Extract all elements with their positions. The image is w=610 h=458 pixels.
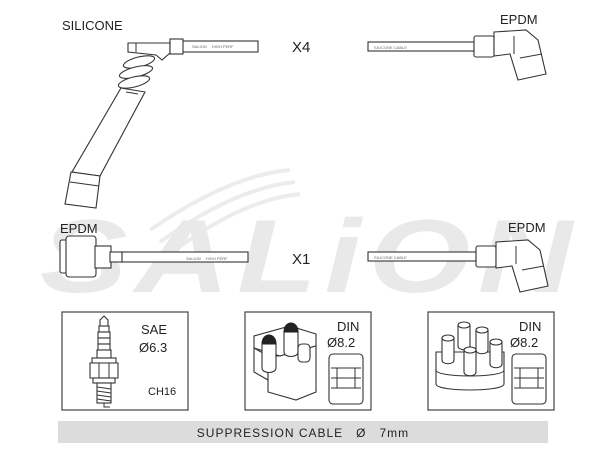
mid-cable-right-section: SILICONE CABLE bbox=[367, 251, 477, 262]
top-cable-right-section: SILICONE CABLE bbox=[367, 41, 475, 52]
plug-size-label: Ø6.3 bbox=[139, 340, 167, 355]
epdm-angled-boot-top bbox=[473, 29, 547, 81]
cable-suppression-print-top: SILICONE CABLE bbox=[374, 45, 407, 50]
top-left-material-label: SILICONE bbox=[62, 18, 123, 33]
cable-type-print-mid: HIGH PERF bbox=[206, 256, 228, 261]
cable-brand-print-mid: SALION bbox=[186, 256, 201, 261]
suppression-cable-spec: SUPPRESSION CABLE Ø 7mm bbox=[197, 426, 409, 440]
cable-suppression-print-mid: SILICONE CABLE bbox=[374, 255, 407, 260]
cable-brand-print-top: SALION bbox=[192, 44, 207, 49]
mid-cable-left-section: SALION HIGH PERF bbox=[121, 251, 249, 263]
coil-standard-label: DIN bbox=[337, 319, 359, 334]
din-boot-icon-distributor bbox=[511, 353, 547, 405]
spark-plug-icon bbox=[89, 315, 119, 408]
epdm-angled-boot-mid bbox=[475, 239, 549, 293]
top-cable-left-section: SALION HIGH PERF bbox=[169, 38, 259, 55]
distributor-size-label: Ø8.2 bbox=[510, 335, 538, 350]
mid-left-material-label: EPDM bbox=[60, 221, 98, 236]
epdm-straight-boot-mid bbox=[59, 235, 123, 278]
mid-quantity-label: X1 bbox=[292, 251, 310, 268]
coil-size-label: Ø8.2 bbox=[327, 335, 355, 350]
spark-plug-panel: SAE Ø6.3 CH16 bbox=[61, 311, 189, 411]
plug-standard-label: SAE bbox=[141, 322, 167, 337]
top-quantity-label: X4 bbox=[292, 39, 310, 56]
svg-text:SALION HIGH PERF: SALION HIGH PERF bbox=[186, 256, 228, 261]
distributor-panel: DIN Ø8.2 bbox=[427, 311, 555, 411]
top-right-material-label: EPDM bbox=[500, 12, 538, 27]
cable-type-print-top: HIGH PERF bbox=[212, 44, 234, 49]
distributor-standard-label: DIN bbox=[519, 319, 541, 334]
footer-bar: SUPPRESSION CABLE Ø 7mm bbox=[58, 421, 548, 443]
silicone-plug-boot bbox=[64, 42, 171, 209]
coil-panel: DIN Ø8.2 bbox=[244, 311, 372, 411]
plug-thread-label: CH16 bbox=[148, 386, 176, 398]
mid-right-material-label: EPDM bbox=[508, 220, 546, 235]
din-boot-icon-coil bbox=[328, 353, 364, 405]
svg-text:SALION HIGH PERF: SALION HIGH PERF bbox=[192, 44, 234, 49]
distributor-cap-icon bbox=[435, 321, 505, 391]
coil-icon bbox=[253, 322, 317, 401]
